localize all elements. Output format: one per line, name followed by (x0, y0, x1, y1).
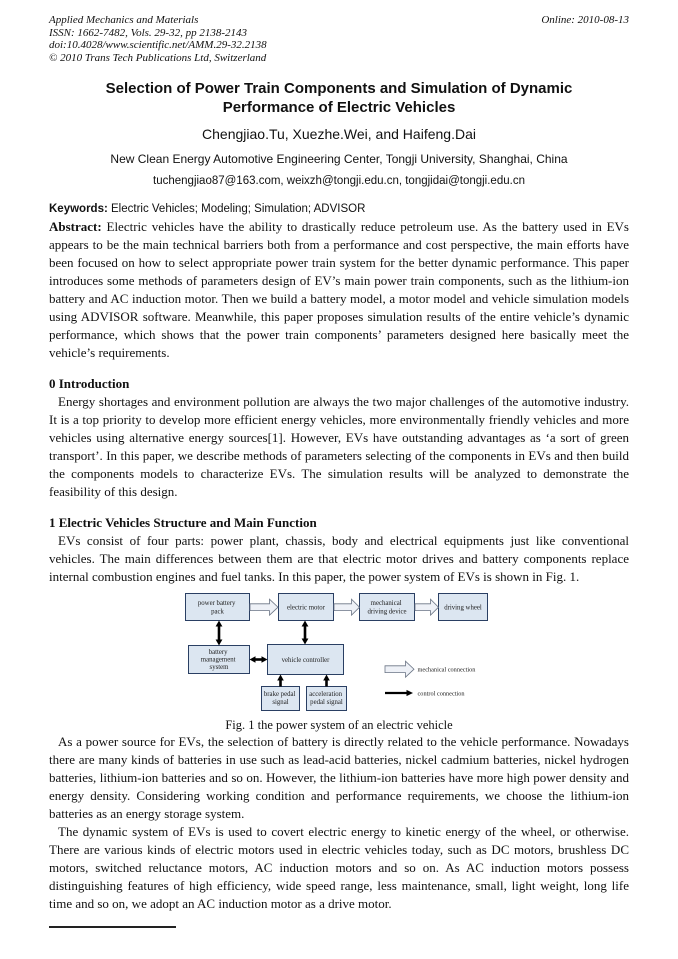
journal-name: Applied Mechanics and Materials (49, 14, 199, 26)
mechanical-arrow-motor-to-device (333, 598, 361, 617)
figure-box-power-battery-pack (185, 593, 250, 621)
abstract-label: Abstract: (49, 219, 102, 234)
figure-box-power-battery-pack-label: power battery pack (198, 600, 237, 616)
control-arrow-acceleration-pedal (323, 674, 330, 687)
journal-doi-line: doi:10.4028/www.scientific.net/AMM.29-32… (49, 39, 267, 51)
mechanical-arrow-battery-to-motor (249, 598, 279, 617)
legend-control-connection-icon (385, 689, 413, 697)
keywords-text: Electric Vehicles; Modeling; Simulation;… (111, 203, 366, 215)
emails-line: tuchengjiao87@163.com, weixzh@tongji.edu… (153, 175, 525, 187)
journal-header-left: Applied Mechanics and Materials ISSN: 16… (49, 14, 267, 64)
battery-selection-paragraph: As a power source for EVs, the selection… (49, 734, 629, 821)
figure-box-driving-wheel (438, 593, 488, 621)
keywords-label: Keywords: (49, 203, 108, 215)
control-arrow-bms-controller (249, 656, 268, 663)
legend-control-connection-label: control connection (418, 691, 466, 698)
figure-caption: Fig. 1 the power system of an electric v… (225, 718, 453, 732)
structure-paragraph: EVs consist of four parts: power plant, … (49, 533, 629, 584)
paper-title: Selection of Power Train Components and … (105, 80, 573, 116)
figure-box-vehicle-controller (267, 644, 344, 675)
mechanical-arrow-device-to-wheel (414, 598, 440, 617)
figure-box-electric-motor-label: electric motor (287, 605, 326, 612)
introduction-paragraph: Energy shortages and environment polluti… (49, 394, 629, 499)
footnote-rule (49, 926, 176, 928)
figure-1: power battery pack electric motor mechan… (49, 591, 629, 718)
figure-box-mechanical-driving-device (359, 593, 415, 621)
keywords-line: Keywords: Electric Vehicles; Modeling; S… (49, 201, 629, 218)
affiliation-line: New Clean Energy Automotive Engineering … (110, 152, 568, 166)
legend-mechanical-connection-label: mechanical connection (418, 667, 477, 674)
journal-copyright-line: © 2010 Trans Tech Publications Ltd, Swit… (49, 51, 267, 64)
figure-box-mechanical-driving-device-label: mechanical driving device (367, 600, 406, 616)
authors-line: Chengjiao.Tu, Xuezhe.Wei, and Haifeng.Da… (202, 126, 476, 142)
figure-box-brake-pedal-signal-label: brake pedal signal (264, 691, 297, 706)
control-arrow-motor-controller (301, 620, 309, 645)
section-heading-structure: 1 Electric Vehicles Structure and Main F… (49, 515, 317, 530)
journal-issn-line: ISSN: 1662-7482, Vols. 29-32, pp 2138-21… (49, 26, 247, 39)
figure-box-acceleration-pedal-signal (306, 686, 347, 711)
motor-selection-paragraph: The dynamic system of EVs is used to cov… (49, 824, 629, 911)
journal-header: Applied Mechanics and Materials ISSN: 16… (49, 14, 629, 64)
figure-box-acceleration-pedal-signal-label: acceleration pedal signal (309, 691, 344, 706)
control-arrow-brake-pedal (277, 674, 284, 687)
figure-box-battery-management-system (188, 645, 250, 674)
legend-mechanical-connection-icon (384, 660, 415, 679)
control-arrow-battery-bms (215, 620, 223, 646)
figure-box-battery-management-system-label: battery management system (201, 649, 237, 671)
online-date: Online: 2010-08-13 (541, 14, 629, 26)
abstract-paragraph: Abstract: Electric vehicles have the abi… (49, 218, 629, 362)
paper-page: Applied Mechanics and Materials ISSN: 16… (49, 14, 629, 928)
figure-box-vehicle-controller-label: vehicle controller (282, 657, 330, 664)
abstract-text: Electric vehicles have the ability to dr… (49, 219, 629, 360)
figure-box-electric-motor (278, 593, 334, 621)
section-heading-introduction: 0 Introduction (49, 376, 130, 391)
power-system-diagram: power battery pack electric motor mechan… (185, 593, 488, 711)
figure-box-driving-wheel-label: driving wheel (444, 605, 482, 612)
